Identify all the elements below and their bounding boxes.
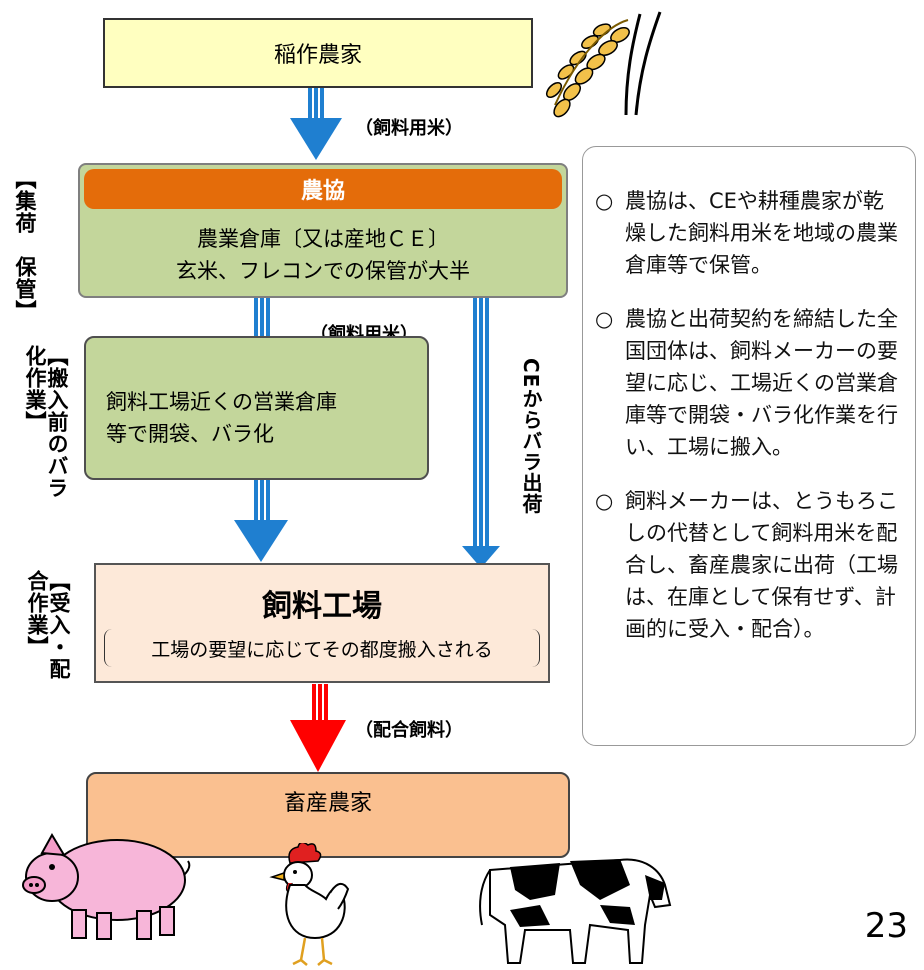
arrow-ce-direct-to-factory	[462, 298, 500, 568]
chicken-icon	[269, 843, 350, 966]
note-item-3: ○ 飼料メーカーは、とうもろこしの代替として飼料用米を配合し、畜産農家に出荷（工…	[595, 485, 903, 645]
warehouse-line1: 飼料工場近くの営業倉庫	[106, 390, 337, 414]
note-text: 飼料メーカーは、とうもろこしの代替として飼料用米を配合し、畜産農家に出荷（工場は…	[625, 489, 898, 641]
note-bullet: ○	[595, 489, 614, 513]
note-bullet: ○	[595, 189, 614, 213]
note-text: 農協は、CEや耕種農家が乾燥した飼料用米を地域の農業倉庫等で保管。	[625, 189, 898, 277]
pig-icon	[22, 833, 191, 940]
flow-label-top: （飼料用米）	[355, 118, 463, 139]
note-text: 農協と出荷契約を締結した全国団体は、飼料メーカーの要望に応じ、工場近くの営業倉庫…	[625, 307, 898, 459]
page-number: 23	[864, 906, 908, 946]
ja-line1: 農業倉庫〔又は産地ＣＥ〕	[197, 227, 449, 251]
rice-farmer-box: 稲作農家	[103, 18, 533, 88]
arrow-warehouse-to-factory	[234, 480, 288, 562]
rice-farmer-label: 稲作農家	[273, 43, 362, 68]
factory-title: 飼料工場	[262, 589, 382, 624]
livestock-box: 畜産農家	[86, 772, 570, 858]
side-label-receive-mix: 【受入・配合作業】	[24, 570, 71, 680]
ja-header-label: 農協	[300, 179, 345, 204]
ja-line2: 玄米、フレコンでの保管が大半	[176, 259, 470, 283]
factory-sub-wrap: 工場の要望に応じてその都度搬入される	[104, 629, 540, 667]
livestock-label: 畜産農家	[283, 791, 372, 816]
warehouse-line2: 等で開袋、バラ化	[106, 422, 274, 446]
rice-plant-icon	[545, 11, 662, 118]
cow-icon	[479, 858, 672, 964]
arrow-factory-to-livestock	[290, 684, 346, 772]
ja-box: 農協 農業倉庫〔又は産地ＣＥ〕 玄米、フレコンでの保管が大半	[78, 163, 568, 298]
side-label-collect-storage: 【集荷 保管】	[13, 168, 38, 322]
note-item-2: ○ 農協と出荷契約を締結した全国団体は、飼料メーカーの要望に応じ、工場近くの営業…	[595, 303, 903, 463]
factory-box: 飼料工場 工場の要望に応じてその都度搬入される	[94, 563, 550, 683]
ce-direct-label: CEからバラ出荷	[519, 358, 543, 515]
note-bullet: ○	[595, 307, 614, 331]
notes-panel: ○ 農協は、CEや耕種農家が乾燥した飼料用米を地域の農業倉庫等で保管。 ○ 農協…	[582, 146, 916, 746]
note-item-1: ○ 農協は、CEや耕種農家が乾燥した飼料用米を地域の農業倉庫等で保管。	[595, 185, 903, 281]
ja-header: 農協	[84, 169, 562, 209]
warehouse-box: 飼料工場近くの営業倉庫 等で開袋、バラ化	[84, 336, 429, 480]
arrow-rice-to-ja	[290, 88, 342, 160]
arrow-ja-to-warehouse	[254, 298, 270, 336]
factory-sub: 工場の要望に応じてその都度搬入される	[151, 638, 493, 661]
side-label-bulk-before: 【搬入前のバラ化作業】	[22, 345, 69, 499]
flow-label-bottom: （配合飼料）	[355, 720, 463, 741]
